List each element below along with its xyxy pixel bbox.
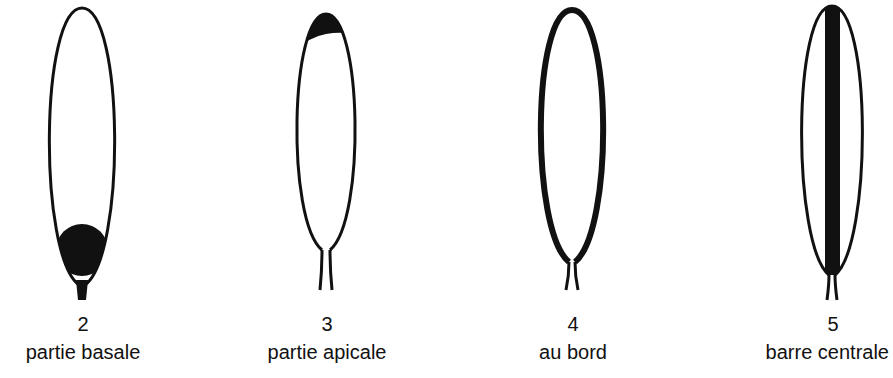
label-caption: partie basale: [26, 341, 141, 363]
label-caption: partie apicale: [268, 341, 387, 363]
label-number: 4: [567, 313, 578, 335]
label-caption: au bord: [539, 341, 607, 363]
label-caption: barre centrale: [766, 341, 889, 363]
leaf-apical: [280, 0, 372, 290]
label-number: 2: [77, 313, 88, 335]
label-number: 3: [321, 313, 332, 335]
leaf-basal: [49, 8, 114, 300]
leaf-central-bar: [802, 0, 863, 300]
label-number: 5: [827, 313, 838, 335]
leaf-border: [541, 10, 603, 290]
